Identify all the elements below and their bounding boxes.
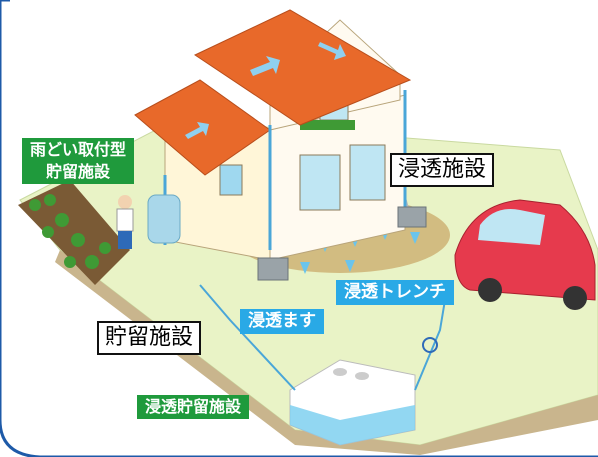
gutter-storage-label: 雨どい取付型 貯留施設 [22,138,135,184]
overflow-pipe [414,299,446,391]
infiltration-facility-label: 浸透施設 [390,153,495,187]
infiltration-basin-left [257,257,289,281]
infiltration-basin-right [397,206,427,228]
car [454,199,596,310]
infiltration-basin-label: 浸透ます [240,309,324,334]
house [134,9,412,261]
infiltration-storage-facility-label: 浸透貯留施設 [137,395,250,419]
infiltration-trench-label: 浸透トレンチ [336,280,454,305]
storage-facility-label: 貯留施設 [97,321,202,355]
garden-bed [18,180,130,285]
main-roof [193,9,412,126]
garden-plants [29,194,111,269]
valve [422,337,438,353]
roof-arrow-3 [185,122,209,139]
gutter-tank [147,194,181,244]
storage-tank [289,359,416,446]
roof-arrow-2 [318,42,346,60]
gutter-storage-label-line1: 雨どい取付型 [30,140,127,159]
gutter-storage-label-line2: 貯留施設 [46,162,111,181]
gardener [116,195,134,249]
drain-pipe [199,284,296,391]
roof-arrow-1 [250,56,280,76]
